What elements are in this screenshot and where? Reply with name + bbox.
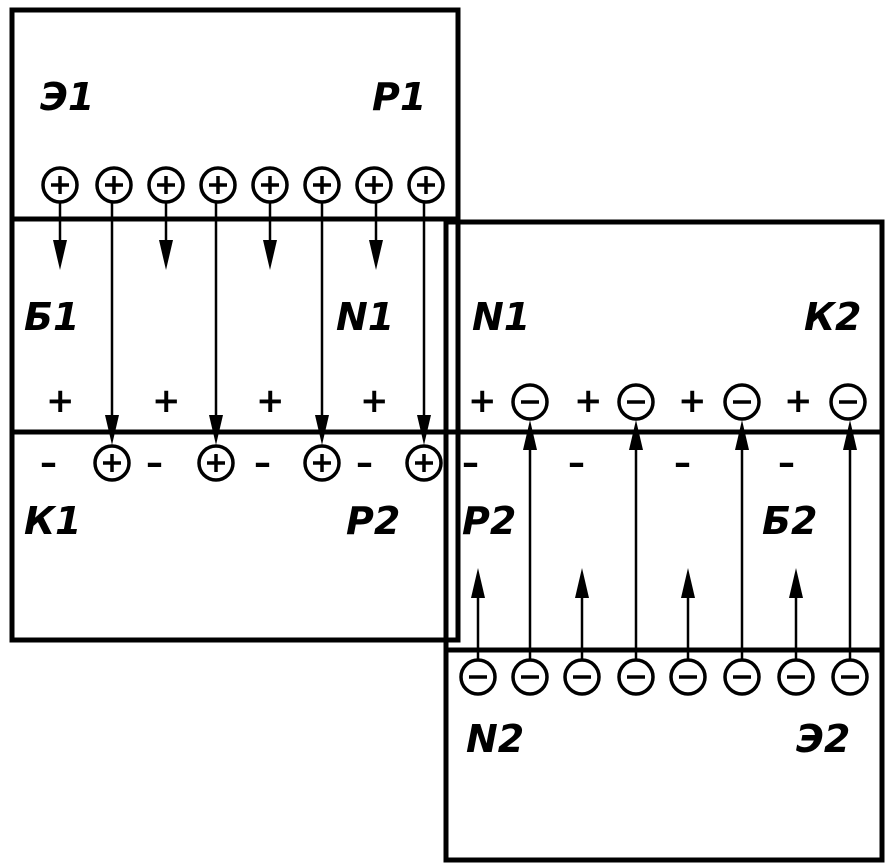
hole-carrier-icon xyxy=(41,166,79,204)
short-up-arrow-icon xyxy=(681,568,695,660)
label-k1: К1 xyxy=(24,499,82,543)
short-up-arrow-icon xyxy=(789,568,803,660)
hole-carrier-icon xyxy=(147,166,185,204)
label-b2: Б2 xyxy=(762,499,817,543)
long-down-arrow-icon xyxy=(417,202,431,445)
electron-carrier-icon xyxy=(459,658,497,696)
electron-carrier-icon xyxy=(829,383,867,421)
long-up-arrow-icon xyxy=(735,420,749,660)
short-up-arrow-icon xyxy=(575,568,589,660)
label-p2-left: P2 xyxy=(346,499,400,543)
short-down-arrow-icon xyxy=(369,202,383,270)
electron-carrier-icon xyxy=(617,383,655,421)
long-up-arrow-icon xyxy=(843,420,857,660)
charge-carriers xyxy=(41,166,869,696)
label-n1-left: N1 xyxy=(336,295,394,339)
label-e1: Э1 xyxy=(40,75,94,119)
short-down-arrow-icon xyxy=(263,202,277,270)
label-n2: N2 xyxy=(466,717,524,761)
label-p2-right: P2 xyxy=(462,499,516,543)
carrier-flow-arrows xyxy=(53,202,857,660)
hole-carrier-icon xyxy=(407,166,445,204)
long-down-arrow-icon xyxy=(315,202,329,445)
fixed-plus-sign: + xyxy=(678,381,707,421)
electron-carrier-icon xyxy=(723,658,761,696)
fixed-minus-sign: – xyxy=(356,443,373,483)
fixed-plus-sign: + xyxy=(152,381,181,421)
right-structure-box xyxy=(443,219,885,863)
long-down-arrow-icon xyxy=(209,202,223,445)
hole-carrier-icon xyxy=(355,166,393,204)
short-up-arrow-icon xyxy=(471,568,485,660)
label-k2: К2 xyxy=(804,295,862,339)
fixed-plus-sign: + xyxy=(360,381,389,421)
fixed-minus-sign: – xyxy=(778,443,795,483)
long-up-arrow-icon xyxy=(523,420,537,660)
fixed-plus-sign: + xyxy=(574,381,603,421)
hole-carrier-icon xyxy=(303,166,341,204)
label-b1: Б1 xyxy=(24,295,79,339)
label-n1-right: N1 xyxy=(472,295,530,339)
electron-carrier-icon xyxy=(669,658,707,696)
electron-carrier-icon xyxy=(831,658,869,696)
hole-carrier-icon xyxy=(405,444,443,482)
electron-carrier-icon xyxy=(511,383,549,421)
long-down-arrow-icon xyxy=(105,202,119,445)
long-up-arrow-icon xyxy=(629,420,643,660)
electron-carrier-icon xyxy=(563,658,601,696)
electron-carrier-icon xyxy=(617,658,655,696)
fixed-plus-sign: + xyxy=(256,381,285,421)
left-structure-box xyxy=(9,7,461,643)
fixed-minus-sign: – xyxy=(40,443,57,483)
fixed-minus-sign: – xyxy=(462,443,479,483)
fixed-minus-sign: – xyxy=(674,443,691,483)
fixed-minus-sign: – xyxy=(568,443,585,483)
hole-carrier-icon xyxy=(251,166,289,204)
label-p1: P1 xyxy=(372,75,426,119)
electron-carrier-icon xyxy=(723,383,761,421)
short-down-arrow-icon xyxy=(53,202,67,270)
hole-carrier-icon xyxy=(95,166,133,204)
fixed-minus-sign: – xyxy=(146,443,163,483)
fixed-minus-sign: – xyxy=(254,443,271,483)
short-down-arrow-icon xyxy=(159,202,173,270)
hole-carrier-icon xyxy=(197,444,235,482)
fixed-plus-sign: + xyxy=(46,381,75,421)
hole-carrier-icon xyxy=(93,444,131,482)
fixed-plus-sign: + xyxy=(468,381,497,421)
hole-carrier-icon xyxy=(303,444,341,482)
label-e2: Э2 xyxy=(796,717,850,761)
hole-carrier-icon xyxy=(199,166,237,204)
electron-carrier-icon xyxy=(511,658,549,696)
fixed-plus-sign: + xyxy=(784,381,813,421)
electron-carrier-icon xyxy=(777,658,815,696)
